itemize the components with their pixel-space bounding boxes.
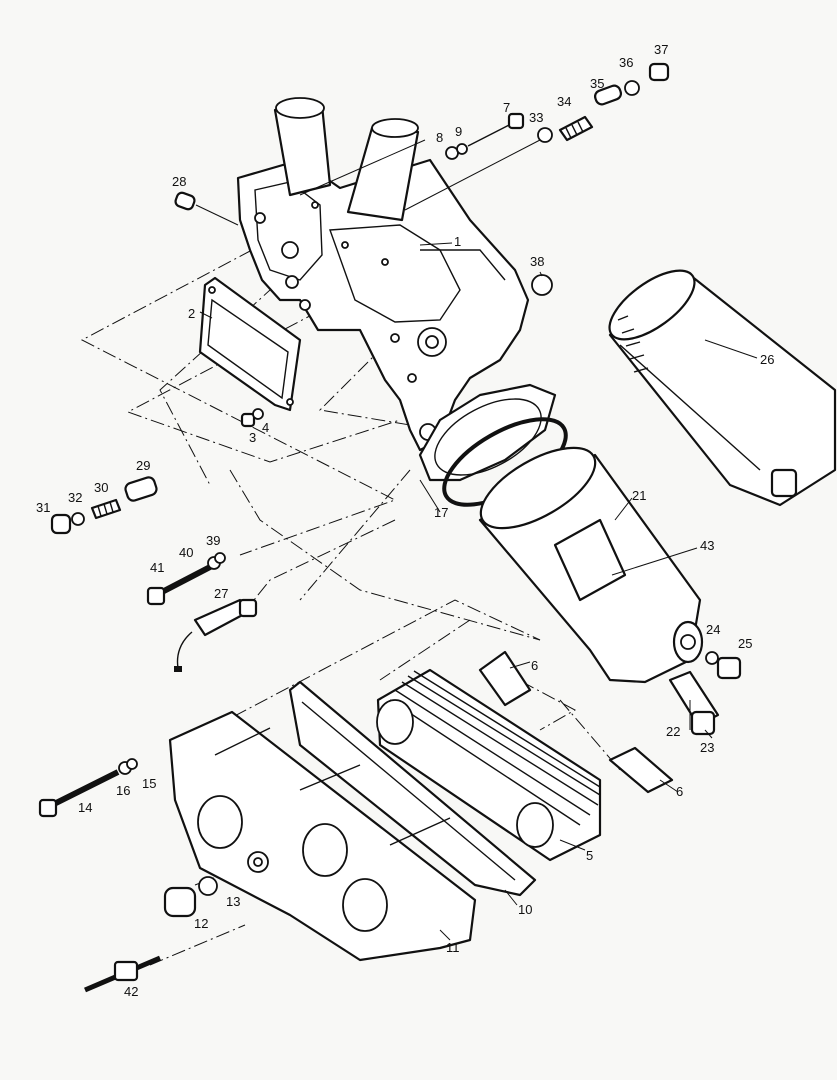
screw-and-washer (240, 408, 264, 428)
callout-6-upper: 6 (531, 658, 538, 673)
callout-7: 7 (503, 100, 510, 115)
bolt-assembly (146, 552, 226, 606)
callout-17: 17 (434, 505, 448, 520)
callout-33: 33 (529, 110, 543, 125)
callout-6-lower: 6 (676, 784, 683, 799)
callout-8: 8 (436, 130, 443, 145)
callout-25: 25 (738, 636, 752, 651)
cover-plate (198, 276, 302, 412)
callout-36: 36 (619, 55, 633, 70)
callout-13: 13 (226, 894, 240, 909)
callout-22: 22 (666, 724, 680, 739)
callout-38: 38 (530, 254, 544, 269)
callout-4: 4 (262, 420, 269, 435)
callout-14: 14 (78, 800, 92, 815)
o-ring (531, 274, 553, 296)
callout-35: 35 (590, 76, 604, 91)
callout-5: 5 (586, 848, 593, 863)
cooler-gasket (288, 680, 537, 897)
drain-fitting (668, 651, 742, 736)
relief-valve-parts (445, 62, 670, 160)
drain-plug (163, 876, 218, 918)
callout-9: 9 (455, 124, 462, 139)
callout-29: 29 (136, 458, 150, 473)
callout-27: 27 (214, 586, 228, 601)
pressure-sensor (174, 598, 258, 672)
callout-42: 42 (124, 984, 138, 999)
callout-40: 40 (179, 545, 193, 560)
filter-cartridge (608, 269, 837, 507)
gasket-upper (478, 650, 532, 707)
callout-labels: 1 2 3 4 5 6 6 7 8 9 10 11 12 13 14 15 16… (36, 42, 774, 999)
callout-2: 2 (188, 306, 195, 321)
callout-12: 12 (194, 916, 208, 931)
callout-16: 16 (116, 783, 130, 798)
callout-10: 10 (518, 902, 532, 917)
gasket-lower (608, 746, 674, 794)
callout-15: 15 (142, 776, 156, 791)
callout-3: 3 (249, 430, 256, 445)
callout-43: 43 (700, 538, 714, 553)
callout-26: 26 (760, 352, 774, 367)
cover-bolt (38, 758, 138, 818)
callout-11: 11 (446, 940, 460, 955)
callout-41: 41 (150, 560, 164, 575)
callout-31: 31 (36, 500, 50, 515)
callout-30: 30 (94, 480, 108, 495)
bypass-valve-parts (50, 476, 158, 535)
callout-24: 24 (706, 622, 720, 637)
stud (84, 955, 161, 993)
callout-37: 37 (654, 42, 668, 57)
filter-canister (478, 446, 704, 684)
oil-cooler-core (376, 668, 602, 862)
callout-23: 23 (700, 740, 714, 755)
callout-39: 39 (206, 533, 220, 548)
cooler-cover (168, 710, 477, 962)
callout-32: 32 (68, 490, 82, 505)
callout-28: 28 (172, 174, 186, 189)
callout-21: 21 (632, 488, 646, 503)
callout-1: 1 (454, 234, 461, 249)
leader-lines (195, 139, 758, 941)
plug (174, 191, 196, 211)
callout-34: 34 (557, 94, 571, 109)
oil-filter-housing (236, 97, 557, 482)
